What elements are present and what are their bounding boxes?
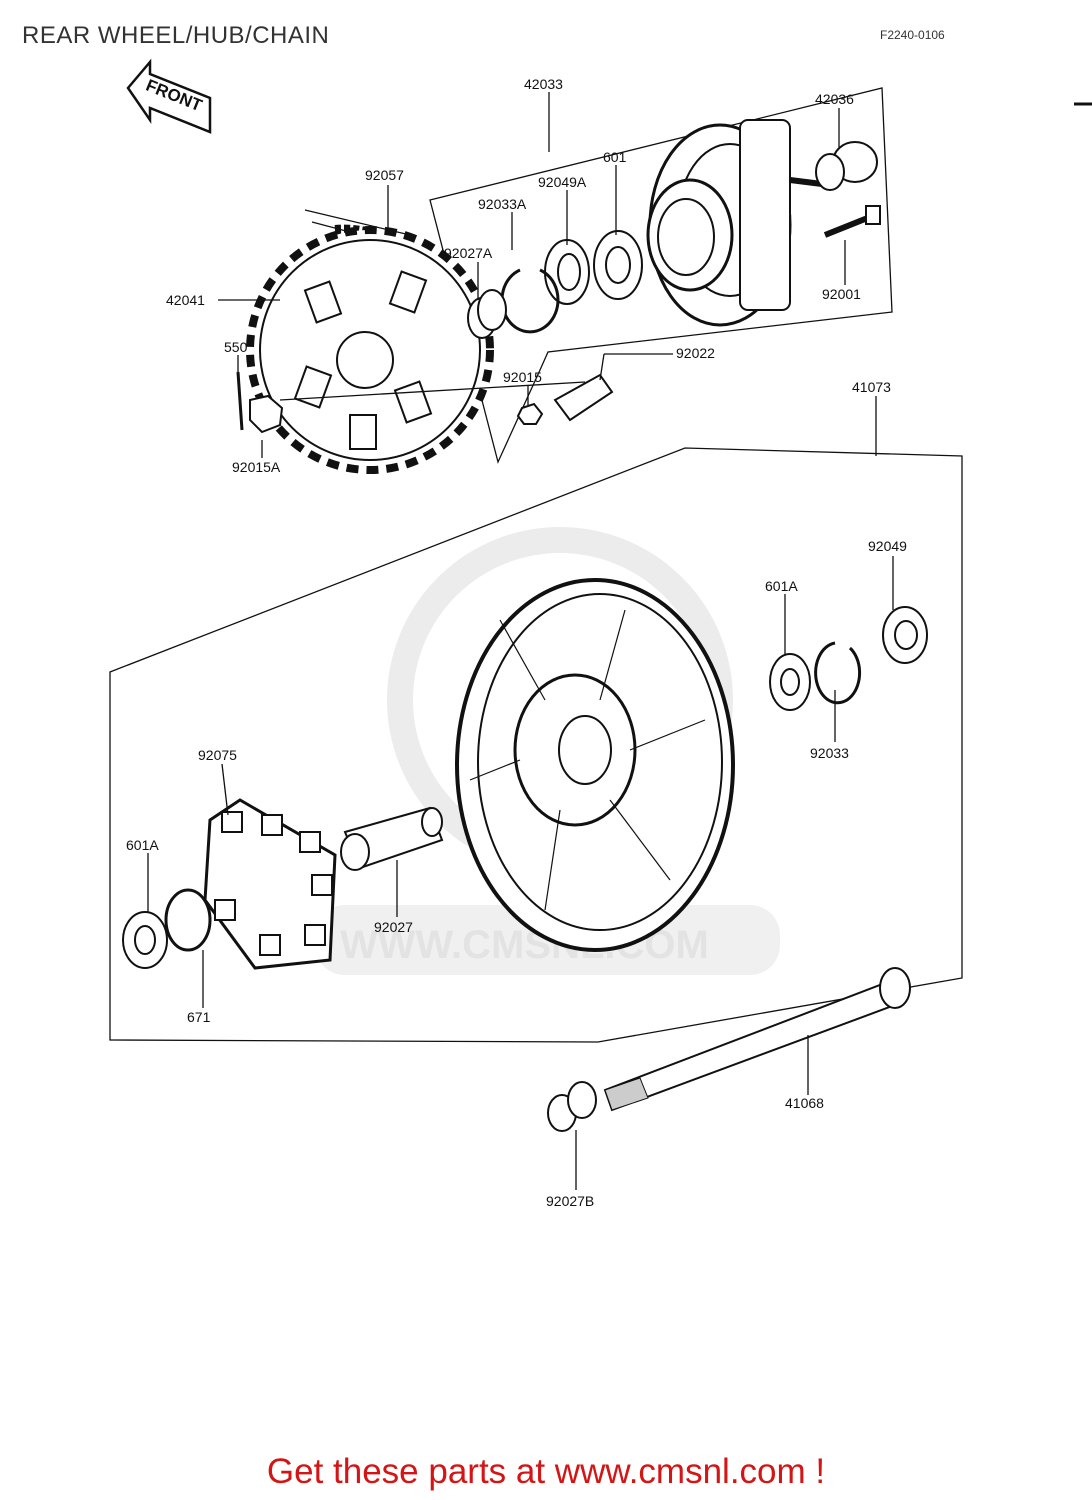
bolt-92001 [823, 205, 881, 238]
label-601A-right: 601A [765, 578, 798, 594]
circlip-92033A [500, 268, 560, 334]
collar-92027A [467, 289, 507, 339]
drawing-code: F2240-0106 [880, 28, 945, 42]
axle-41068 [603, 967, 911, 1112]
label-92033A: 92033A [478, 196, 527, 212]
sprocket-coupling-hub [646, 119, 831, 327]
label-42041: 42041 [166, 292, 205, 308]
label-92033: 92033 [810, 745, 849, 761]
exploded-diagram: WWW.CMSNL.COM FRONT [109, 58, 1092, 1209]
label-41068: 41068 [785, 1095, 824, 1111]
label-92015A: 92015A [232, 459, 281, 475]
label-550: 550 [224, 339, 248, 355]
label-601A-left: 601A [126, 837, 159, 853]
label-92049A: 92049A [538, 174, 587, 190]
o-ring-671 [164, 888, 212, 952]
label-92027A: 92027A [444, 245, 493, 261]
part-labels: 42033 42036 92057 601 92049A 92033A 9202… [126, 76, 907, 1209]
circlip-92033 [814, 641, 862, 705]
label-92075: 92075 [198, 747, 237, 763]
collar-92027 [340, 806, 444, 871]
oil-seal-92049 [882, 606, 928, 664]
label-41073: 41073 [852, 379, 891, 395]
label-92022: 92022 [676, 345, 715, 361]
cotter-pin-and-nut [236, 371, 284, 434]
hub-assembly-outline [429, 87, 893, 464]
oil-seal-92049A [544, 239, 590, 305]
label-92027: 92027 [374, 919, 413, 935]
collar-42036 [815, 141, 878, 191]
label-92057: 92057 [365, 167, 404, 183]
label-92049: 92049 [868, 538, 907, 554]
label-601: 601 [603, 149, 627, 165]
bearing-601A-left [122, 911, 168, 969]
label-92015: 92015 [503, 369, 542, 385]
label-671: 671 [187, 1009, 211, 1025]
lock-washer-and-nut [516, 373, 614, 425]
rear-wheel [455, 578, 735, 952]
bearing-601 [593, 230, 643, 300]
rear-sprocket [246, 226, 494, 474]
label-42036: 42036 [815, 91, 854, 107]
wheel-assembly-outline [109, 447, 963, 1043]
label-42033: 42033 [524, 76, 563, 92]
leader-lines [147, 92, 894, 1190]
promo-link-text[interactable]: Get these parts at www.cmsnl.com ! [266, 1452, 826, 1491]
front-arrow-icon: FRONT [126, 58, 212, 134]
page-title: REAR WHEEL/HUB/CHAIN [22, 22, 330, 49]
label-92001: 92001 [822, 286, 861, 302]
bearing-601A-right [769, 653, 811, 711]
label-92027B: 92027B [546, 1193, 594, 1209]
coupling-damper-92075 [203, 798, 337, 970]
collar-92027B [547, 1081, 597, 1132]
